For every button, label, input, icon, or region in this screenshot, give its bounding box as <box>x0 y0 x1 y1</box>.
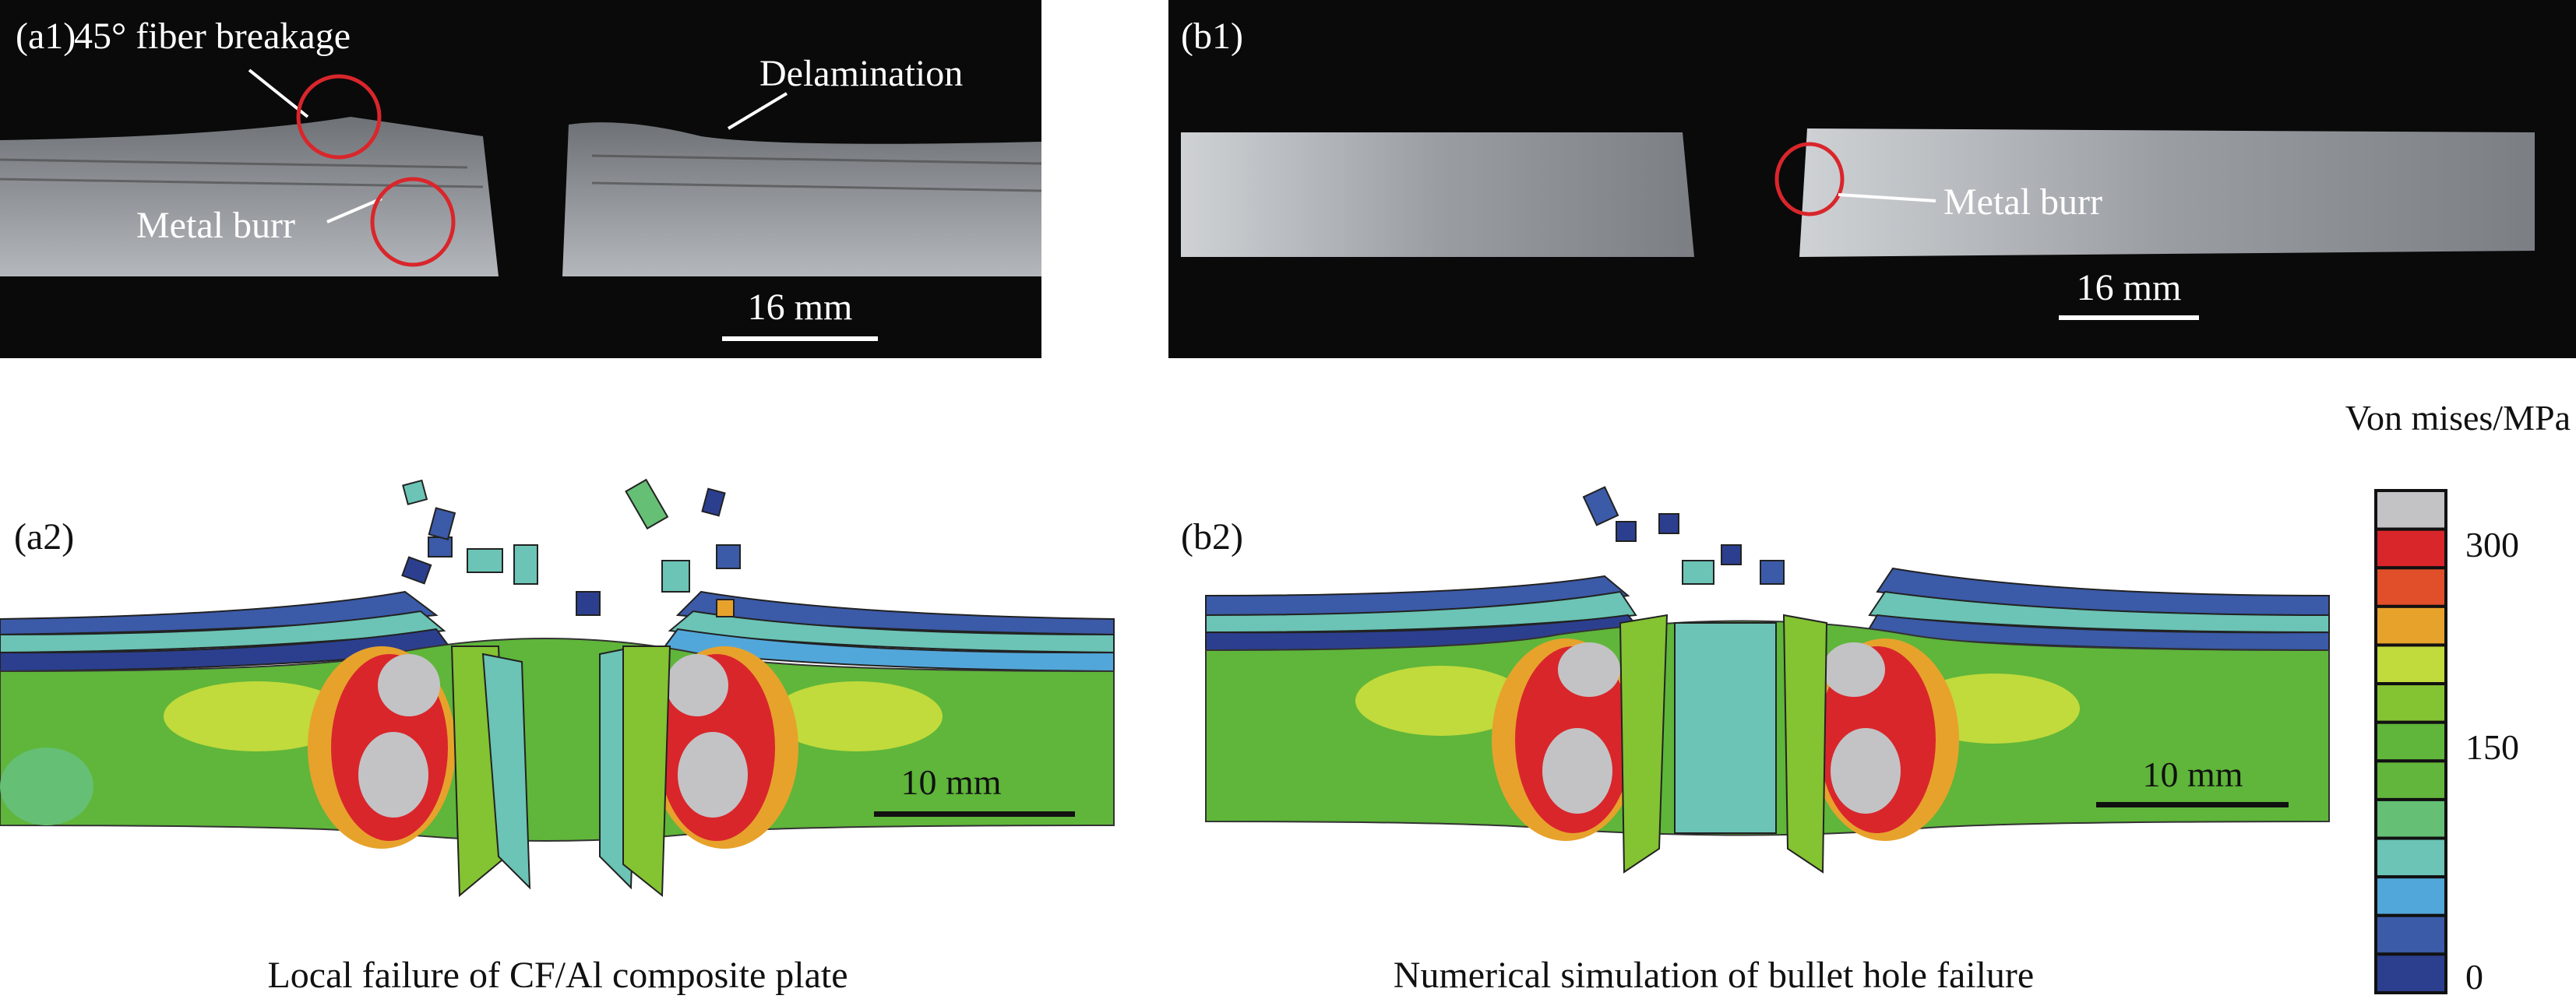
colorbar-tick-0: 0 <box>2465 957 2483 997</box>
colorbar-swatch <box>2374 527 2447 570</box>
stress-contours <box>1355 614 2080 874</box>
colorbar: Von mises/MPa 300 150 0 <box>2345 398 2571 997</box>
scale-bar <box>2096 802 2289 807</box>
composite-layers <box>0 590 1115 673</box>
colorbar-swatch <box>2374 643 2447 686</box>
leader-line <box>326 197 382 223</box>
panel-b2: (b2) <box>1181 486 2330 996</box>
ct-plate-left <box>0 117 499 276</box>
annotation-metal-burr: Metal burr <box>1943 181 2102 223</box>
colorbar-swatch <box>2374 604 2447 647</box>
fragments <box>1582 486 1785 585</box>
annotation-fiber-breakage: 45° fiber breakage <box>74 16 351 57</box>
annotation-delamination: Delamination <box>759 53 963 94</box>
panel-label-a1: (a1) <box>16 16 76 57</box>
scale-bar-label: 16 mm <box>748 287 853 328</box>
highlight-circle-burr <box>370 177 456 267</box>
highlight-circle-burr <box>1774 142 1845 216</box>
ct-plate-right <box>1799 128 2535 257</box>
panel-b1: (b1) Metal burr 16 mm <box>1168 0 2576 358</box>
scale-bar-label: 10 mm <box>2142 754 2243 794</box>
colorbar-swatch <box>2374 759 2447 801</box>
fragments <box>401 478 741 617</box>
leader-line <box>1838 193 1936 202</box>
colorbar-swatch <box>2374 836 2447 879</box>
colorbar-title: Von mises/MPa <box>2345 398 2571 438</box>
ct-plate-right <box>562 122 1041 276</box>
colorbar-swatch <box>2374 797 2447 840</box>
panel-label-a2: (a2) <box>14 516 74 558</box>
colorbar-swatch <box>2374 720 2447 763</box>
colorbar-swatches <box>2374 489 2447 995</box>
panel-a2: (a2) <box>0 478 1115 996</box>
stress-contours <box>0 645 943 898</box>
ct-plate-left <box>1181 132 1694 257</box>
annotation-metal-burr: Metal burr <box>136 205 295 246</box>
colorbar-swatch <box>2374 913 2447 956</box>
leader-line <box>727 92 788 130</box>
scale-bar-label: 16 mm <box>2077 267 2182 308</box>
highlight-circle-fiber <box>296 74 382 160</box>
colorbar-swatch <box>2374 875 2447 917</box>
colorbar-swatch <box>2374 489 2447 531</box>
colorbar-swatch <box>2374 682 2447 724</box>
colorbar-tick-300: 300 <box>2465 525 2519 565</box>
panel-label-b2: (b2) <box>1181 516 1243 558</box>
colorbar-tick-150: 150 <box>2465 727 2519 767</box>
colorbar-swatch <box>2374 952 2447 995</box>
caption-b2: Numerical simulation of bullet hole fail… <box>1394 955 2034 996</box>
colorbar-swatch <box>2374 566 2447 608</box>
ct-ply-lines <box>0 154 1042 192</box>
panel-label-b1: (b1) <box>1181 16 1243 57</box>
panel-a1: (a1) 45° fiber breakage Delamination Met… <box>0 0 1042 358</box>
scale-bar-label: 10 mm <box>900 762 1001 802</box>
caption-a2: Local failure of CF/Al composite plate <box>267 955 848 996</box>
scale-bar <box>874 811 1075 817</box>
scale-bar <box>722 336 878 341</box>
scale-bar <box>2059 315 2199 320</box>
